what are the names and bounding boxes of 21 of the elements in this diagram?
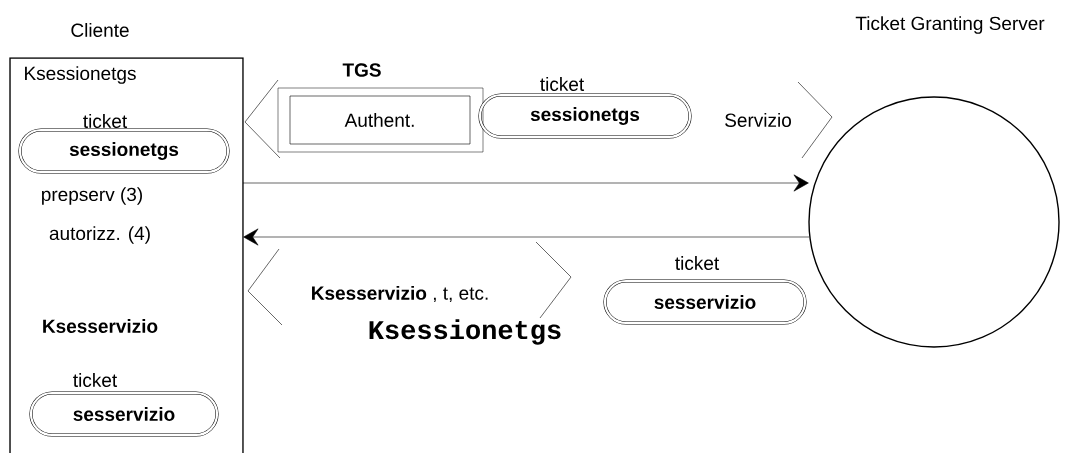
box-label: prepserv (3)	[42, 187, 142, 205]
pill-heading: ticket	[83, 114, 128, 128]
ticket-pill: sessionetgs	[18, 128, 230, 174]
ticket-pill: sesservizio	[29, 391, 219, 437]
process-box: Authent.	[289, 95, 471, 145]
arrow	[243, 228, 810, 246]
box-title: Cliente	[71, 23, 129, 37]
pill-heading: ticket	[675, 256, 720, 270]
pill-heading: ticket	[73, 373, 118, 387]
node-label: Ticket Granting Server	[855, 16, 1045, 34]
box-label: Ksesservizio	[43, 319, 158, 333]
box-label: Ksessionetgs	[25, 66, 136, 84]
pill-heading: ticket	[540, 77, 585, 91]
message-label: Ksessionetgs	[369, 319, 561, 345]
ticket-pill: sessionetgs	[478, 93, 692, 139]
arrow	[242, 174, 809, 192]
node-label: TGS	[342, 63, 381, 77]
message-label: Servizio	[725, 113, 791, 127]
message-label: Ksesservizio , t, etc.	[312, 285, 488, 303]
box-label: autorizz. (4)	[49, 226, 150, 244]
ticket-pill: sesservizio	[603, 279, 807, 325]
